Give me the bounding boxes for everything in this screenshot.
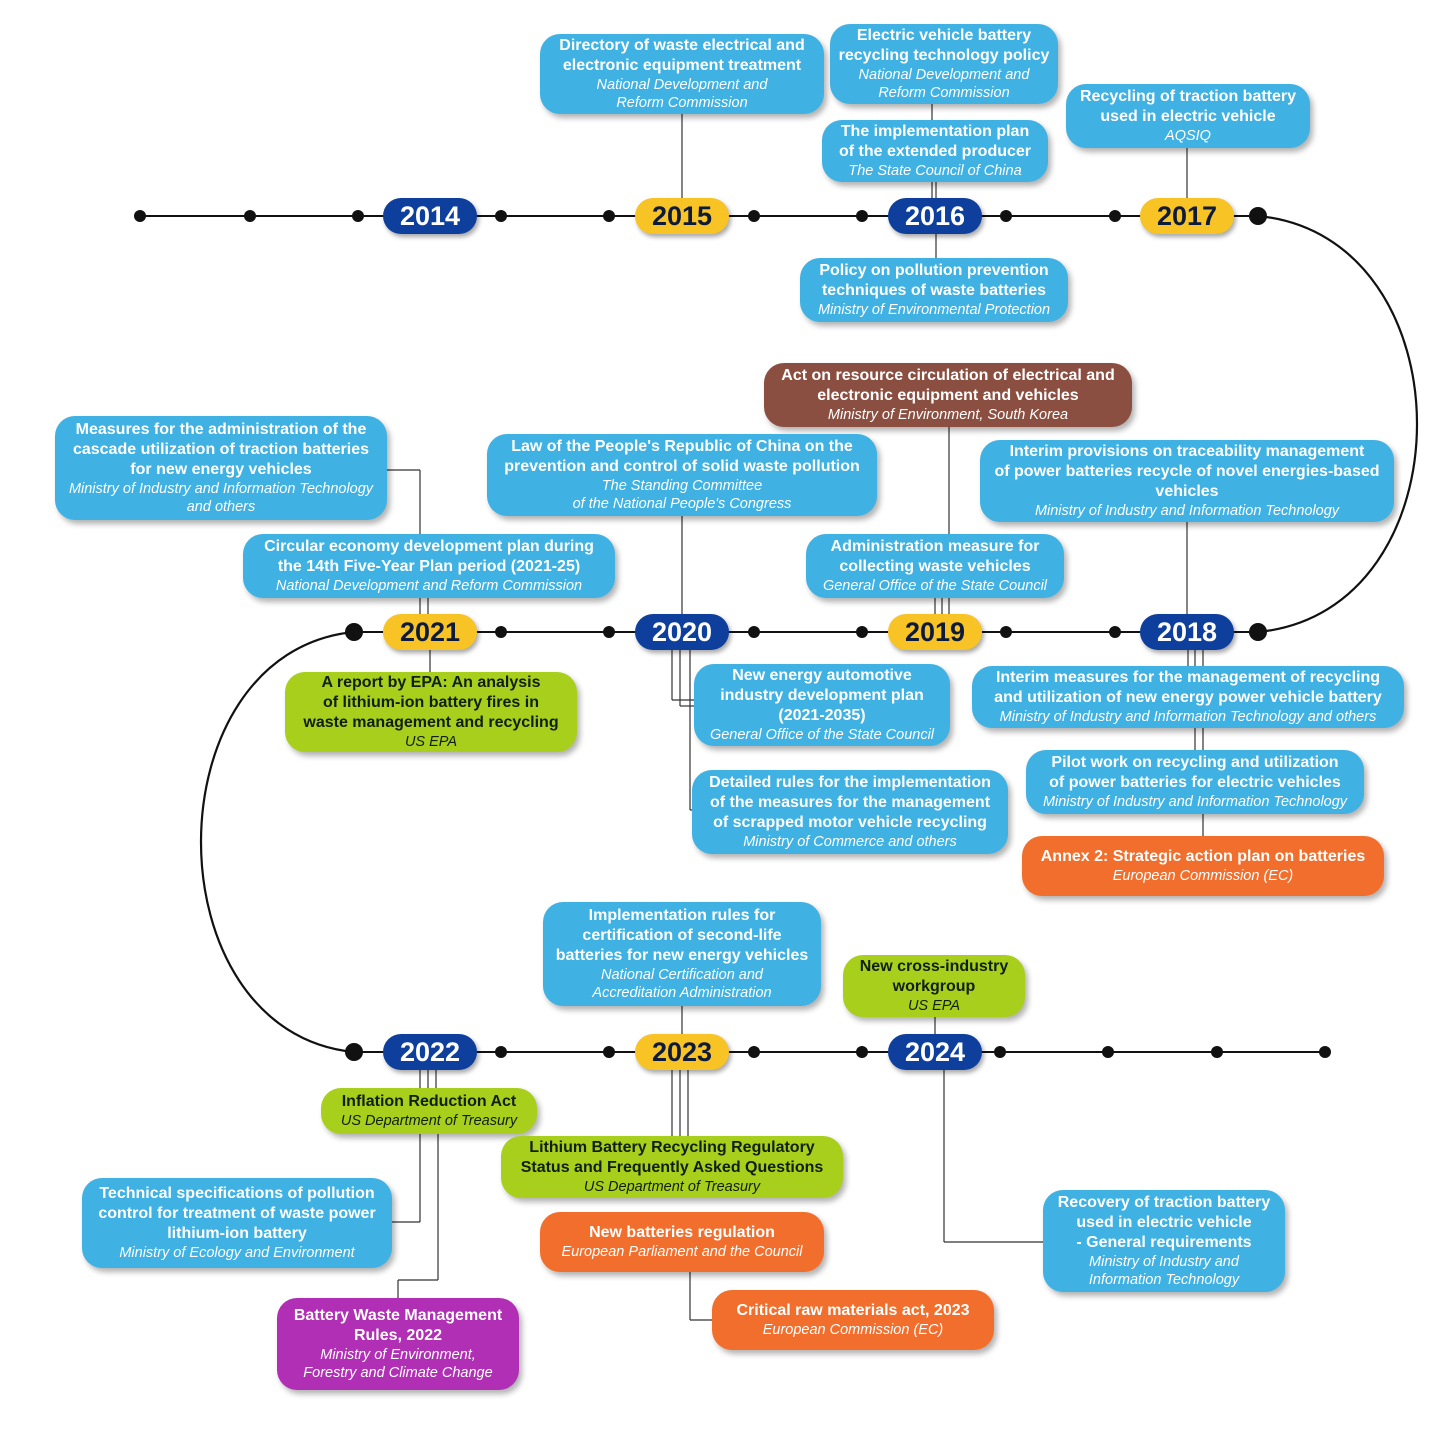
event-source: General Office of the State Council (709, 727, 935, 743)
event-title: Circular economy development plan during… (264, 538, 594, 575)
event-source: European Commission (EC) (1112, 868, 1294, 884)
event-source: Ministry of Ecology and Environment (119, 1245, 355, 1261)
event-2024-recovery-requirements: Recovery of traction battery used in ele… (1043, 1190, 1285, 1292)
event-2021-circular-economy: Circular economy development plan during… (243, 534, 615, 598)
event-title: Implementation rules for certification o… (555, 907, 809, 964)
year-2021: 2021 (383, 614, 477, 650)
event-2019-waste-vehicles: Administration measure for collecting wa… (806, 534, 1064, 598)
year-2020: 2020 (635, 614, 729, 650)
event-source: Ministry of Industry and Information Tec… (68, 481, 374, 515)
event-2020-scrapped-vehicle-rules: Detailed rules for the implementation of… (692, 770, 1008, 854)
event-source: US Department of Treasury (583, 1179, 761, 1195)
event-source: Ministry of Industry and Information Tec… (1088, 1254, 1240, 1288)
year-2017: 2017 (1140, 198, 1234, 234)
event-source: National Development and Reform Commissi… (858, 67, 1030, 101)
event-2022-inflation-reduction-act: Inflation Reduction Act US Department of… (321, 1088, 537, 1134)
event-title: Battery Waste Management Rules, 2022 (293, 1307, 503, 1344)
event-2019-korea-act: Act on resource circulation of electrica… (764, 363, 1132, 427)
event-title: A report by EPA: An analysis of lithium-… (303, 674, 559, 731)
event-title: Administration measure for collecting wa… (830, 538, 1040, 575)
event-source: General Office of the State Council (822, 578, 1048, 594)
event-source: The Standing Committee of the National P… (572, 478, 792, 512)
event-source: National Development and Reform Commissi… (596, 77, 768, 111)
event-2018-pilot-work: Pilot work on recycling and utilization … (1026, 750, 1364, 814)
event-2023-lithium-faq: Lithium Battery Recycling Regulatory Sta… (501, 1136, 843, 1198)
event-source: AQSIQ (1165, 128, 1211, 144)
event-source: US Department of Treasury (340, 1113, 518, 1129)
event-title: Interim measures for the management of r… (994, 669, 1382, 706)
event-title: Annex 2: Strategic action plan on batter… (1040, 848, 1366, 865)
event-title: Detailed rules for the implementation of… (709, 774, 991, 831)
event-source: The State Council of China (848, 163, 1022, 179)
event-2020-solid-waste-law: Law of the People's Republic of China on… (487, 434, 877, 516)
event-title: New energy automotive industry developme… (720, 667, 924, 724)
event-title: Law of the People's Republic of China on… (504, 438, 860, 475)
year-2022: 2022 (383, 1034, 477, 1070)
event-source: European Parliament and the Council (561, 1244, 803, 1260)
year-2023: 2023 (635, 1034, 729, 1070)
event-2016-ev-battery-policy: Electric vehicle battery recycling techn… (830, 24, 1058, 104)
event-2023-second-life-certification: Implementation rules for certification o… (543, 902, 821, 1006)
event-2021-epa-report: A report by EPA: An analysis of lithium-… (285, 672, 577, 752)
event-source: US EPA (907, 998, 961, 1014)
event-source: European Commission (EC) (762, 1322, 944, 1338)
event-2018-interim-measures: Interim measures for the management of r… (972, 666, 1404, 728)
event-title: Policy on pollution prevention technique… (819, 262, 1049, 299)
event-2021-cascade-utilization: Measures for the administration of the c… (55, 416, 387, 520)
event-2016-pollution-policy: Policy on pollution prevention technique… (800, 258, 1068, 322)
event-2023-critical-raw-materials: Critical raw materials act, 2023 Europea… (712, 1290, 994, 1350)
event-title: Act on resource circulation of electrica… (781, 367, 1115, 404)
event-title: Measures for the administration of the c… (72, 421, 370, 478)
event-2022-technical-specifications: Technical specifications of pollution co… (82, 1178, 392, 1268)
event-2015-weee-directory: Directory of waste electrical and electr… (540, 34, 824, 114)
event-title: Electric vehicle battery recycling techn… (838, 27, 1050, 64)
event-2018-traceability: Interim provisions on traceability manag… (980, 440, 1394, 522)
event-title: Inflation Reduction Act (341, 1093, 517, 1110)
year-2019: 2019 (888, 614, 982, 650)
event-source: Ministry of Environmental Protection (817, 302, 1051, 318)
event-2020-nev-plan: New energy automotive industry developme… (694, 664, 950, 746)
event-source: Ministry of Commerce and others (743, 834, 957, 850)
event-source: National Certification and Accreditation… (592, 967, 772, 1001)
event-title: Lithium Battery Recycling Regulatory Sta… (520, 1139, 824, 1176)
event-2023-new-batteries-regulation: New batteries regulation European Parlia… (540, 1212, 824, 1272)
event-2022-battery-waste-rules: Battery Waste Management Rules, 2022 Min… (277, 1298, 519, 1390)
year-2015: 2015 (635, 198, 729, 234)
event-source: Ministry of Environment, South Korea (827, 407, 1069, 423)
event-source: Ministry of Industry and Information Tec… (999, 709, 1377, 725)
event-2018-eu-annex: Annex 2: Strategic action plan on batter… (1022, 836, 1384, 896)
event-title: New batteries regulation (589, 1224, 775, 1241)
event-2024-workgroup: New cross-industry workgroup US EPA (843, 955, 1025, 1017)
event-source: Ministry of Industry and Information Tec… (1034, 503, 1340, 519)
event-source: Ministry of Environment, Forestry and Cl… (303, 1347, 493, 1381)
event-source: Ministry of Industry and Information Tec… (1042, 794, 1348, 810)
event-title: New cross-industry workgroup (859, 958, 1009, 995)
event-source: National Development and Reform Commissi… (275, 578, 583, 594)
event-title: Directory of waste electrical and electr… (559, 37, 805, 74)
event-title: Recycling of traction battery used in el… (1079, 88, 1297, 125)
event-2017-aqsiq: Recycling of traction battery used in el… (1066, 84, 1310, 148)
event-title: Technical specifications of pollution co… (98, 1185, 376, 1242)
year-2014: 2014 (383, 198, 477, 234)
event-2016-epr-plan: The implementation plan of the extended … (822, 120, 1048, 182)
event-title: Recovery of traction battery used in ele… (1057, 1194, 1271, 1251)
year-2018: 2018 (1140, 614, 1234, 650)
event-title: Critical raw materials act, 2023 (736, 1302, 970, 1319)
event-title: The implementation plan of the extended … (838, 123, 1032, 160)
event-source: US EPA (404, 734, 458, 750)
event-title: Pilot work on recycling and utilization … (1049, 754, 1341, 791)
year-2024: 2024 (888, 1034, 982, 1070)
event-title: Interim provisions on traceability manag… (994, 443, 1380, 500)
year-2016: 2016 (888, 198, 982, 234)
